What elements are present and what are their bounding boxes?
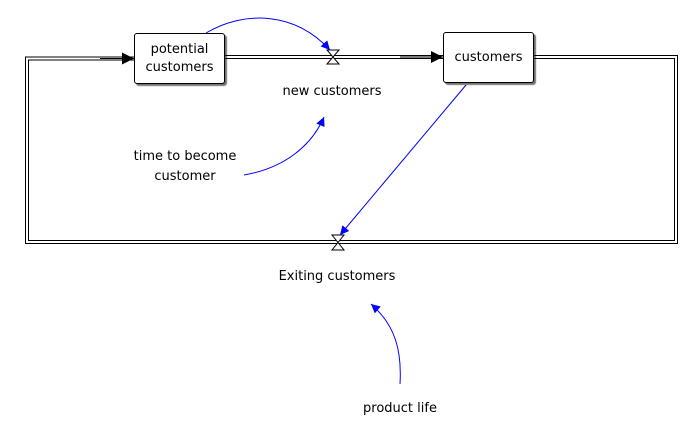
stock-customers-label: customers bbox=[454, 49, 523, 65]
aux-product-life-label[interactable]: product life bbox=[363, 401, 437, 416]
flow-exiting-customers-label[interactable]: Exiting customers bbox=[278, 269, 396, 284]
aux-time-to-become-customer-label[interactable]: time to become customer bbox=[133, 149, 237, 184]
link-potential-customers-to-new-customers[interactable] bbox=[205, 17, 331, 51]
link-customers-to-exiting-customers[interactable] bbox=[339, 84, 467, 236]
stock-potential-customers-label: potential customers bbox=[145, 41, 214, 75]
stock-customers[interactable]: customers bbox=[443, 32, 534, 83]
stock-potential-customers[interactable]: potential customers bbox=[134, 33, 225, 84]
valve-new-customers-icon[interactable] bbox=[325, 49, 341, 65]
flow-pipe-exiting-customers[interactable] bbox=[25, 52, 678, 244]
link-product-life-to-exiting-customers[interactable] bbox=[370, 303, 401, 385]
link-time-to-become-customer-to-new-customers[interactable] bbox=[243, 116, 325, 176]
valve-exiting-customers-icon[interactable] bbox=[330, 234, 346, 251]
flow-new-customers-label[interactable]: new customers bbox=[282, 84, 382, 99]
